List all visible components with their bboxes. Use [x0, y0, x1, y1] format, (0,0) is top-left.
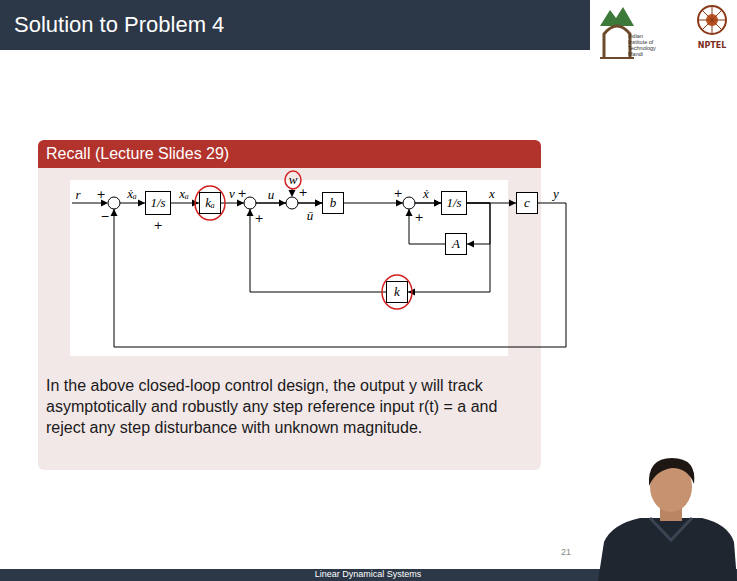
signal-name: r	[75, 188, 80, 202]
arrowhead	[434, 200, 441, 207]
presenter-hair	[649, 458, 694, 486]
connector-line	[250, 203, 386, 292]
callout-text: In the above closed-loop control design,…	[46, 376, 535, 438]
arrowhead	[247, 209, 254, 216]
arrowhead	[467, 241, 474, 248]
logo-spokes	[698, 6, 726, 34]
block-label: 1/s	[446, 196, 461, 210]
signal-connector	[250, 200, 386, 293]
arrowhead	[111, 209, 118, 216]
signal-name: v	[229, 187, 235, 201]
reference-input-line	[72, 203, 102, 204]
sign: +	[254, 213, 263, 225]
connector-line	[114, 203, 566, 347]
summing-junction	[286, 197, 298, 209]
arrowhead	[509, 200, 516, 207]
sign: +	[96, 189, 105, 201]
block-box: kₐ	[199, 192, 221, 214]
block-label: A	[452, 237, 460, 251]
connector-line	[467, 203, 490, 244]
block-label: b	[330, 196, 337, 210]
arrowhead	[138, 200, 145, 207]
logo-text: NPTEL	[698, 42, 727, 51]
signal-name: x	[489, 187, 495, 201]
signal-name: xₐ	[179, 187, 189, 201]
signal-name: ū	[307, 209, 314, 223]
block-box: 1/s	[441, 191, 467, 215]
callout-heading: Recall (Lecture Slides 29)	[46, 144, 533, 164]
connector-line	[409, 203, 445, 244]
block-box: b	[322, 192, 344, 214]
arrowhead	[315, 200, 322, 207]
signal-connector	[467, 203, 490, 248]
diagram-ground	[70, 180, 508, 356]
signal-name: w	[289, 173, 298, 187]
block-label: 1/s	[150, 196, 165, 210]
block-box: A	[445, 233, 467, 255]
signal-name: ẋₐ	[127, 187, 137, 201]
nptel-logo	[698, 6, 726, 34]
presenter-shirt	[598, 518, 737, 581]
signal-name: ẋ	[423, 187, 429, 201]
sign: +	[298, 187, 307, 199]
logo-ring	[698, 6, 726, 34]
arrowhead	[406, 209, 413, 216]
footer-text: Linear Dynamical Systems	[315, 570, 422, 580]
arrowhead	[396, 200, 403, 207]
arrowhead	[434, 200, 441, 207]
summing-junction	[403, 197, 415, 209]
annotation-circle	[382, 275, 412, 309]
block-label: kₐ	[205, 196, 215, 210]
signal-name: y	[553, 187, 559, 201]
sign: +	[393, 188, 402, 200]
sign: +	[237, 188, 246, 200]
block-label: k	[394, 285, 400, 299]
signal-connector	[408, 203, 490, 296]
callout-block: Recall (Lecture Slides 29) In the above c…	[38, 140, 541, 470]
signal-connector	[114, 200, 566, 348]
arrowhead	[289, 190, 296, 197]
block-box: k	[386, 281, 408, 303]
sign: +	[153, 220, 162, 232]
arrowhead	[315, 200, 322, 207]
block-label: c	[524, 196, 530, 210]
logo-gate	[600, 57, 634, 59]
connector-line	[408, 203, 490, 292]
arrowhead	[237, 200, 244, 207]
presenter-collar	[650, 518, 692, 540]
arrowhead	[279, 200, 286, 207]
signal-name: u	[268, 188, 275, 202]
slide-title: Solution to Problem 4	[14, 12, 224, 38]
sign: +	[414, 212, 423, 224]
title-bar	[0, 0, 590, 50]
summing-junction	[108, 197, 120, 209]
callout-header	[38, 140, 541, 168]
sign: −	[100, 211, 109, 223]
callout-body	[38, 140, 541, 470]
logo-mountain	[600, 7, 634, 26]
annotation-circle	[195, 186, 225, 220]
presenter-figure	[598, 458, 737, 581]
block-box: 1/s	[145, 191, 171, 215]
logo-gate	[604, 26, 630, 58]
page-number: 21	[561, 548, 571, 558]
logo-text: Indian Institute of Technology Mandi	[628, 33, 654, 57]
block-box: c	[516, 192, 538, 214]
